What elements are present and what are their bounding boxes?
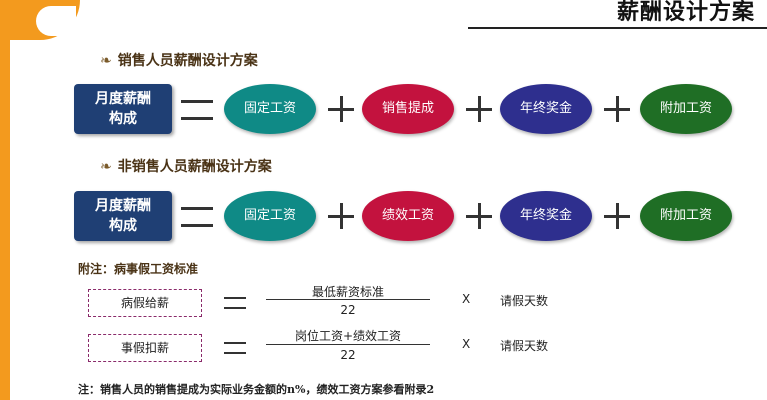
left-accent-bar bbox=[0, 0, 10, 400]
non-sales-heading-text: 非销售人员薪酬设计方案 bbox=[117, 159, 272, 175]
non-sales-component-1: 固定工资 bbox=[224, 191, 316, 241]
sick-leave-numerator: 最低薪资标准 bbox=[311, 285, 384, 299]
fraction-bar bbox=[266, 299, 430, 300]
sick-leave-days: 请假天数 bbox=[500, 294, 549, 308]
sales-total-box: 月度薪酬构成 bbox=[74, 84, 172, 134]
title-underline bbox=[468, 27, 767, 29]
equals-sign bbox=[181, 207, 213, 227]
non-sales-total-label: 月度薪酬构成 bbox=[95, 198, 151, 234]
sales-component-3: 年终奖金 bbox=[500, 84, 592, 134]
plus-sign bbox=[328, 203, 354, 229]
personal-leave-numerator: 岗位工资+绩效工资 bbox=[294, 329, 402, 343]
personal-leave-denominator: 22 bbox=[340, 348, 356, 362]
multiply-sign: X bbox=[462, 337, 471, 351]
equals-sign bbox=[224, 342, 246, 354]
non-sales-total-box: 月度薪酬构成 bbox=[74, 191, 172, 241]
sales-component-2: 销售提成 bbox=[362, 84, 454, 134]
non-sales-component-3: 年终奖金 bbox=[500, 191, 592, 241]
leaf-icon: ❧ bbox=[100, 53, 112, 69]
corner-cutout bbox=[36, 6, 76, 36]
fraction-bar bbox=[266, 344, 430, 345]
plus-sign bbox=[604, 203, 630, 229]
sales-component-1: 固定工资 bbox=[224, 84, 316, 134]
equals-sign bbox=[181, 100, 213, 120]
plus-sign bbox=[466, 203, 492, 229]
plus-sign bbox=[328, 96, 354, 122]
page-title: 薪酬设计方案 bbox=[616, 0, 755, 25]
footnote: 注：销售人员的销售提成为实际业务金额的n%，绩效工资方案参看附录2 bbox=[78, 383, 435, 396]
leave-heading: 附注：病事假工资标准 bbox=[78, 262, 199, 276]
personal-leave-box: 事假扣薪 bbox=[88, 334, 202, 362]
sick-leave-denominator: 22 bbox=[340, 303, 356, 317]
leaf-icon: ❧ bbox=[100, 159, 112, 175]
non-sales-component-2: 绩效工资 bbox=[362, 191, 454, 241]
multiply-sign: X bbox=[462, 292, 471, 306]
plus-sign bbox=[466, 96, 492, 122]
plus-sign bbox=[604, 96, 630, 122]
equals-sign bbox=[224, 297, 246, 309]
sick-leave-box: 病假给薪 bbox=[88, 289, 202, 317]
non-sales-component-4: 附加工资 bbox=[640, 191, 732, 241]
personal-leave-days: 请假天数 bbox=[500, 339, 549, 353]
sales-component-4: 附加工资 bbox=[640, 84, 732, 134]
sales-heading: ❧ 销售人员薪酬设计方案 bbox=[100, 50, 258, 70]
non-sales-heading: ❧ 非销售人员薪酬设计方案 bbox=[100, 156, 272, 176]
sales-total-label: 月度薪酬构成 bbox=[95, 91, 151, 127]
sales-heading-text: 销售人员薪酬设计方案 bbox=[117, 53, 258, 69]
